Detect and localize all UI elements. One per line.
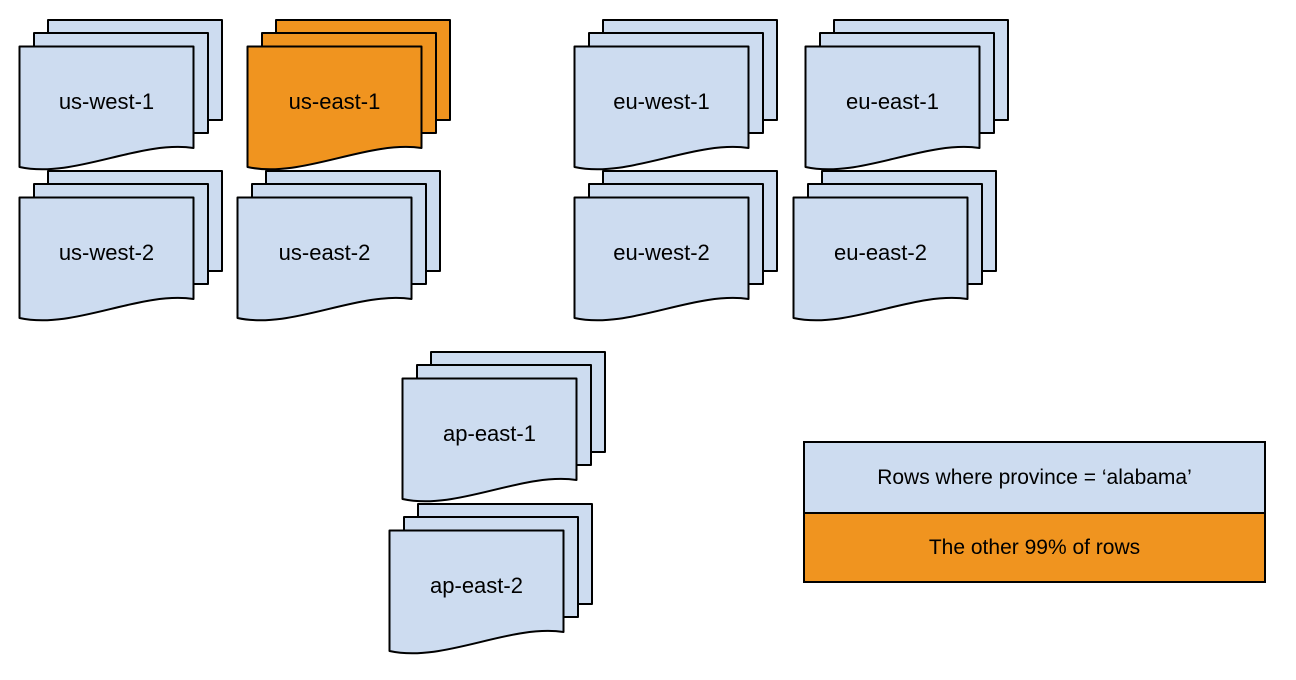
legend-item-label: Rows where province = ‘alabama’ xyxy=(877,465,1192,489)
region-label: us-west-1 xyxy=(58,89,155,114)
legend-item-alabama-rows: Rows where province = ‘alabama’ xyxy=(805,443,1264,512)
legend-item-label: The other 99% of rows xyxy=(928,535,1141,559)
stacked-documents-icon xyxy=(573,170,778,322)
region-label: eu-east-1 xyxy=(846,89,939,114)
stacked-documents-icon xyxy=(804,19,1009,171)
region-label: us-east-1 xyxy=(288,89,381,114)
stacked-documents-icon xyxy=(18,170,223,322)
region-stack-us-west-1: us-west-1 xyxy=(18,18,223,171)
legend: Rows where province = ‘alabama’ The othe… xyxy=(803,441,1266,583)
region-label: ap-east-2 xyxy=(430,573,523,598)
stacked-documents-icon xyxy=(401,351,606,503)
region-label: eu-west-1 xyxy=(613,89,710,114)
region-stack-eu-east-2: eu-east-2 xyxy=(792,169,997,322)
stacked-documents-icon xyxy=(236,170,441,322)
region-stack-eu-west-1: eu-west-1 xyxy=(573,18,778,171)
stacked-documents-icon xyxy=(246,19,451,171)
region-label: us-west-2 xyxy=(58,240,155,265)
stacked-documents-icon xyxy=(573,19,778,171)
region-label: eu-west-2 xyxy=(613,240,710,265)
stacked-documents-icon xyxy=(792,170,997,322)
stacked-documents-icon xyxy=(388,503,593,655)
region-label: ap-east-1 xyxy=(443,421,536,446)
region-stack-ap-east-2: ap-east-2 xyxy=(388,502,593,655)
region-label: eu-east-2 xyxy=(834,240,927,265)
legend-item-other-rows: The other 99% of rows xyxy=(805,512,1264,581)
region-stack-eu-east-1: eu-east-1 xyxy=(804,18,1009,171)
region-stack-ap-east-1: ap-east-1 xyxy=(401,350,606,503)
region-label: us-east-2 xyxy=(278,240,371,265)
region-stack-us-east-2: us-east-2 xyxy=(236,169,441,322)
stacked-documents-icon xyxy=(18,19,223,171)
region-stack-eu-west-2: eu-west-2 xyxy=(573,169,778,322)
region-stack-us-west-2: us-west-2 xyxy=(18,169,223,322)
region-stack-us-east-1: us-east-1 xyxy=(246,18,451,171)
